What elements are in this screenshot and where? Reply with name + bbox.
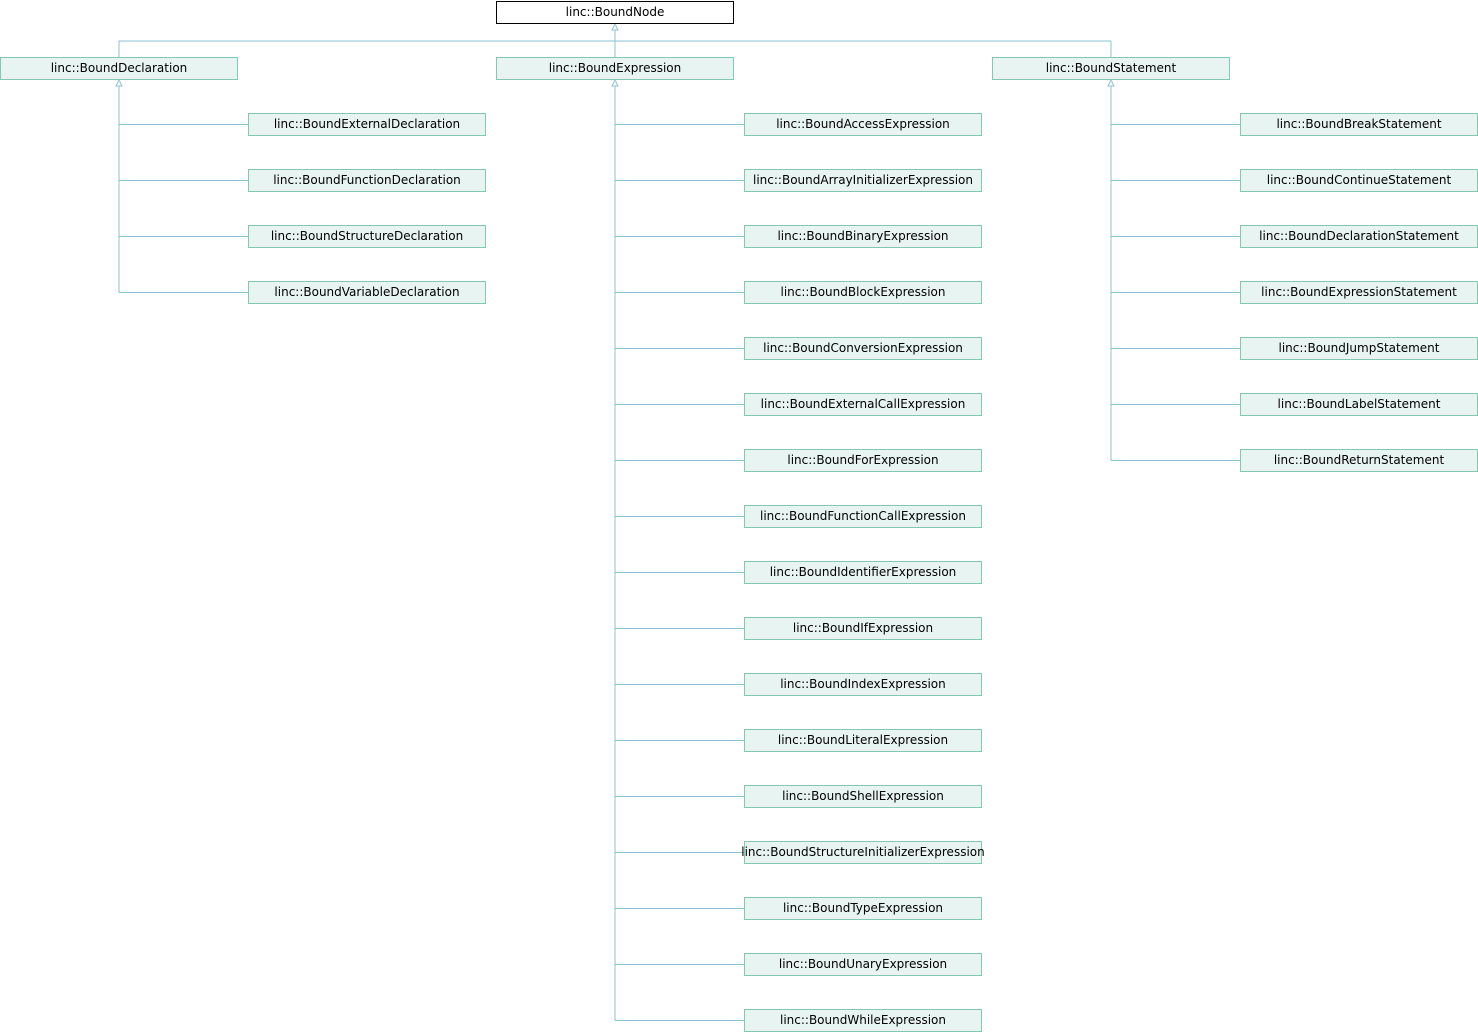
node-bound-index-expression[interactable]: linc::BoundIndexExpression bbox=[744, 673, 982, 696]
node-bound-for-expression-box bbox=[744, 449, 982, 472]
node-bound-array-initializer-expression-label: linc::BoundArrayInitializerExpression bbox=[753, 173, 973, 187]
node-bound-access-expression-box bbox=[744, 113, 982, 136]
node-bound-unary-expression-box bbox=[744, 953, 982, 976]
node-bound-declaration-box bbox=[0, 57, 238, 80]
node-bound-external-call-expression-box bbox=[744, 393, 982, 416]
node-bound-variable-declaration-label: linc::BoundVariableDeclaration bbox=[274, 285, 459, 299]
node-bound-identifier-expression[interactable]: linc::BoundIdentifierExpression bbox=[744, 561, 982, 584]
node-bound-literal-expression[interactable]: linc::BoundLiteralExpression bbox=[744, 729, 982, 752]
node-bound-structure-initializer-expression-box bbox=[744, 841, 982, 864]
node-bound-variable-declaration-box bbox=[248, 281, 486, 304]
arrow-to-root bbox=[611, 22, 619, 31]
node-bound-node-box bbox=[496, 1, 734, 24]
node-bound-shell-expression[interactable]: linc::BoundShellExpression bbox=[744, 785, 982, 808]
node-bound-index-expression-box bbox=[744, 673, 982, 696]
node-bound-return-statement-label: linc::BoundReturnStatement bbox=[1274, 453, 1445, 467]
node-bound-break-statement[interactable]: linc::BoundBreakStatement bbox=[1240, 113, 1478, 136]
node-bound-expression-label: linc::BoundExpression bbox=[549, 61, 682, 75]
node-bound-return-statement[interactable]: linc::BoundReturnStatement bbox=[1240, 449, 1478, 472]
node-bound-continue-statement-label: linc::BoundContinueStatement bbox=[1267, 173, 1452, 187]
node-bound-if-expression-box bbox=[744, 617, 982, 640]
node-bound-function-declaration[interactable]: linc::BoundFunctionDeclaration bbox=[248, 169, 486, 192]
arrow-to-group bbox=[611, 78, 619, 87]
node-bound-continue-statement[interactable]: linc::BoundContinueStatement bbox=[1240, 169, 1478, 192]
node-bound-declaration[interactable]: linc::BoundDeclaration bbox=[0, 57, 238, 80]
node-bound-expression-statement-label: linc::BoundExpressionStatement bbox=[1261, 285, 1457, 299]
node-bound-structure-declaration-box bbox=[248, 225, 486, 248]
node-bound-while-expression-label: linc::BoundWhileExpression bbox=[780, 1013, 946, 1027]
node-bound-function-call-expression-label: linc::BoundFunctionCallExpression bbox=[760, 509, 966, 523]
node-bound-function-declaration-label: linc::BoundFunctionDeclaration bbox=[273, 173, 461, 187]
node-bound-while-expression[interactable]: linc::BoundWhileExpression bbox=[744, 1009, 982, 1032]
node-bound-for-expression[interactable]: linc::BoundForExpression bbox=[744, 449, 982, 472]
node-bound-array-initializer-expression[interactable]: linc::BoundArrayInitializerExpression bbox=[744, 169, 982, 192]
node-bound-structure-initializer-expression[interactable]: linc::BoundStructureInitializerExpressio… bbox=[741, 841, 985, 864]
node-bound-type-expression[interactable]: linc::BoundTypeExpression bbox=[744, 897, 982, 920]
node-bound-unary-expression-label: linc::BoundUnaryExpression bbox=[779, 957, 947, 971]
node-bound-external-call-expression[interactable]: linc::BoundExternalCallExpression bbox=[744, 393, 982, 416]
node-bound-structure-initializer-expression-label: linc::BoundStructureInitializerExpressio… bbox=[741, 845, 984, 859]
arrow-to-group bbox=[1107, 78, 1115, 87]
node-bound-binary-expression-box bbox=[744, 225, 982, 248]
node-bound-external-call-expression-label: linc::BoundExternalCallExpression bbox=[761, 397, 966, 411]
node-bound-if-expression-label: linc::BoundIfExpression bbox=[793, 621, 933, 635]
node-bound-jump-statement-label: linc::BoundJumpStatement bbox=[1279, 341, 1440, 355]
node-bound-statement[interactable]: linc::BoundStatement bbox=[992, 57, 1230, 80]
node-bound-access-expression[interactable]: linc::BoundAccessExpression bbox=[744, 113, 982, 136]
node-bound-statement-box bbox=[992, 57, 1230, 80]
node-bound-array-initializer-expression-box bbox=[744, 169, 982, 192]
arrow-to-group bbox=[115, 78, 123, 87]
node-bound-index-expression-label: linc::BoundIndexExpression bbox=[780, 677, 946, 691]
node-bound-binary-expression-label: linc::BoundBinaryExpression bbox=[777, 229, 948, 243]
node-bound-declaration-label: linc::BoundDeclaration bbox=[51, 61, 188, 75]
node-bound-conversion-expression-box bbox=[744, 337, 982, 360]
node-bound-type-expression-box bbox=[744, 897, 982, 920]
node-bound-block-expression-box bbox=[744, 281, 982, 304]
node-bound-break-statement-label: linc::BoundBreakStatement bbox=[1276, 117, 1441, 131]
node-bound-external-declaration[interactable]: linc::BoundExternalDeclaration bbox=[248, 113, 486, 136]
node-bound-declaration-statement[interactable]: linc::BoundDeclarationStatement bbox=[1240, 225, 1478, 248]
node-bound-unary-expression[interactable]: linc::BoundUnaryExpression bbox=[744, 953, 982, 976]
node-bound-expression[interactable]: linc::BoundExpression bbox=[496, 57, 734, 80]
node-bound-jump-statement[interactable]: linc::BoundJumpStatement bbox=[1240, 337, 1478, 360]
node-bound-if-expression[interactable]: linc::BoundIfExpression bbox=[744, 617, 982, 640]
node-bound-declaration-statement-label: linc::BoundDeclarationStatement bbox=[1259, 229, 1459, 243]
node-bound-access-expression-label: linc::BoundAccessExpression bbox=[776, 117, 950, 131]
node-bound-expression-statement[interactable]: linc::BoundExpressionStatement bbox=[1240, 281, 1478, 304]
node-bound-structure-declaration[interactable]: linc::BoundStructureDeclaration bbox=[248, 225, 486, 248]
node-bound-identifier-expression-box bbox=[744, 561, 982, 584]
node-bound-function-declaration-box bbox=[248, 169, 486, 192]
node-bound-node[interactable]: linc::BoundNode bbox=[496, 1, 734, 24]
node-bound-conversion-expression-label: linc::BoundConversionExpression bbox=[763, 341, 963, 355]
node-bound-identifier-expression-label: linc::BoundIdentifierExpression bbox=[770, 565, 957, 579]
node-bound-statement-label: linc::BoundStatement bbox=[1046, 61, 1177, 75]
node-bound-function-call-expression[interactable]: linc::BoundFunctionCallExpression bbox=[744, 505, 982, 528]
node-bound-block-expression[interactable]: linc::BoundBlockExpression bbox=[744, 281, 982, 304]
node-bound-external-declaration-label: linc::BoundExternalDeclaration bbox=[274, 117, 460, 131]
node-bound-variable-declaration[interactable]: linc::BoundVariableDeclaration bbox=[248, 281, 486, 304]
node-bound-binary-expression[interactable]: linc::BoundBinaryExpression bbox=[744, 225, 982, 248]
node-bound-literal-expression-box bbox=[744, 729, 982, 752]
node-bound-label-statement-label: linc::BoundLabelStatement bbox=[1278, 397, 1441, 411]
node-bound-conversion-expression[interactable]: linc::BoundConversionExpression bbox=[744, 337, 982, 360]
node-bound-type-expression-label: linc::BoundTypeExpression bbox=[783, 901, 943, 915]
node-bound-node-label: linc::BoundNode bbox=[566, 5, 665, 19]
node-bound-shell-expression-label: linc::BoundShellExpression bbox=[782, 789, 944, 803]
edges-layer bbox=[115, 22, 1240, 1021]
node-bound-label-statement[interactable]: linc::BoundLabelStatement bbox=[1240, 393, 1478, 416]
node-bound-external-declaration-box bbox=[248, 113, 486, 136]
node-bound-for-expression-label: linc::BoundForExpression bbox=[787, 453, 938, 467]
node-bound-literal-expression-label: linc::BoundLiteralExpression bbox=[778, 733, 948, 747]
node-bound-expression-box bbox=[496, 57, 734, 80]
node-bound-block-expression-label: linc::BoundBlockExpression bbox=[781, 285, 946, 299]
node-bound-shell-expression-box bbox=[744, 785, 982, 808]
node-bound-function-call-expression-box bbox=[744, 505, 982, 528]
node-bound-structure-declaration-label: linc::BoundStructureDeclaration bbox=[271, 229, 463, 243]
